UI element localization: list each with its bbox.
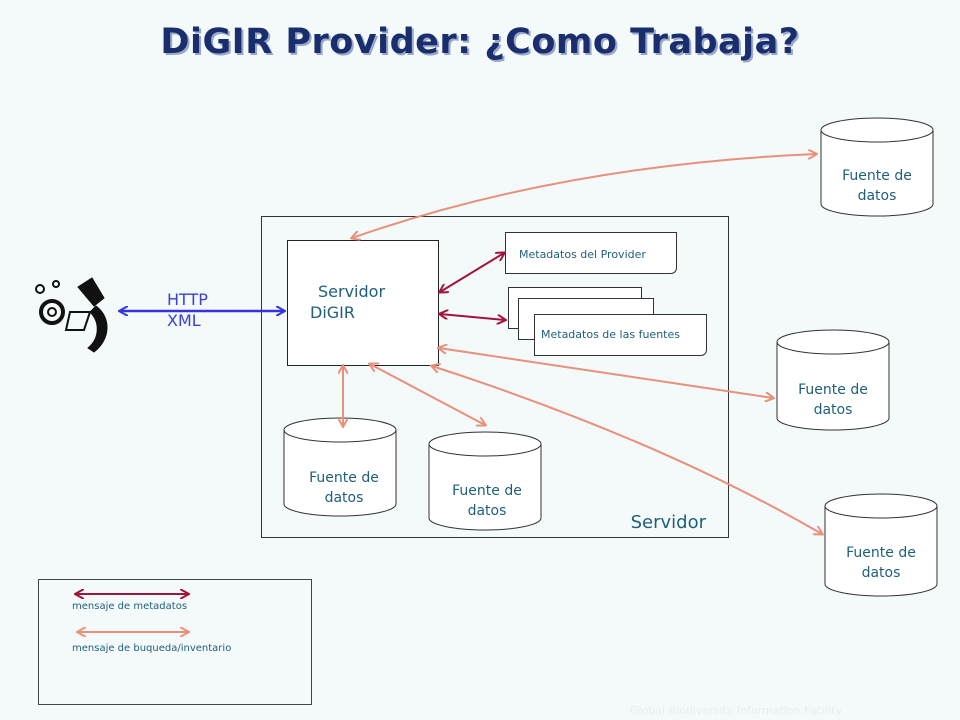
page-title: DiGIR Provider: ¿Como Trabaja? xyxy=(160,22,800,62)
user-computer-icon xyxy=(35,277,108,353)
protocol-http: HTTP xyxy=(167,290,208,309)
provider-metadata-label: Metadatos del Provider xyxy=(519,248,646,261)
datasource-label-line2: datos xyxy=(813,402,853,418)
datasource-top-right xyxy=(820,117,934,217)
legend-box xyxy=(38,579,312,705)
datasource-label-line1: Fuente de xyxy=(309,470,379,486)
datasource-label-line2: datos xyxy=(467,503,507,519)
protocol-xml: XML xyxy=(167,311,201,330)
datasource-label-line2: datos xyxy=(324,490,364,506)
datasource-inner-right-label: Fuente de datos xyxy=(431,481,543,521)
protocol-label: HTTP XML xyxy=(167,289,208,331)
server-label: Servidor xyxy=(630,512,706,533)
digir-server-box: Servidor DiGIR xyxy=(287,240,439,366)
digir-server-label: Servidor DiGIR xyxy=(310,281,386,323)
datasource-label-line2: datos xyxy=(861,565,901,581)
datasource-top-right-label: Fuente de datos xyxy=(821,166,933,206)
datasource-bottom-right xyxy=(824,493,938,597)
datasource-label-line1: Fuente de xyxy=(452,483,522,499)
sources-metadata-label: Metadatos de las fuentes xyxy=(541,328,680,341)
digir-label-line1: Servidor xyxy=(318,282,386,301)
digir-label-line2: DiGIR xyxy=(310,303,355,322)
datasource-label-line1: Fuente de xyxy=(798,382,868,398)
datasource-label-line2: datos xyxy=(857,188,897,204)
legend-search-label: mensaje de buqueda/inventario xyxy=(72,643,232,654)
datasource-label-line1: Fuente de xyxy=(842,168,912,184)
legend-metadata-label: mensaje de metadatos xyxy=(72,601,188,612)
datasource-inner-left-label: Fuente de datos xyxy=(288,468,400,508)
footer-text: Global Biodiversity Information Facility xyxy=(630,704,843,717)
datasource-mid-right-label: Fuente de datos xyxy=(777,380,889,420)
datasource-label-line1: Fuente de xyxy=(846,545,916,561)
datasource-bottom-right-label: Fuente de datos xyxy=(825,543,937,583)
